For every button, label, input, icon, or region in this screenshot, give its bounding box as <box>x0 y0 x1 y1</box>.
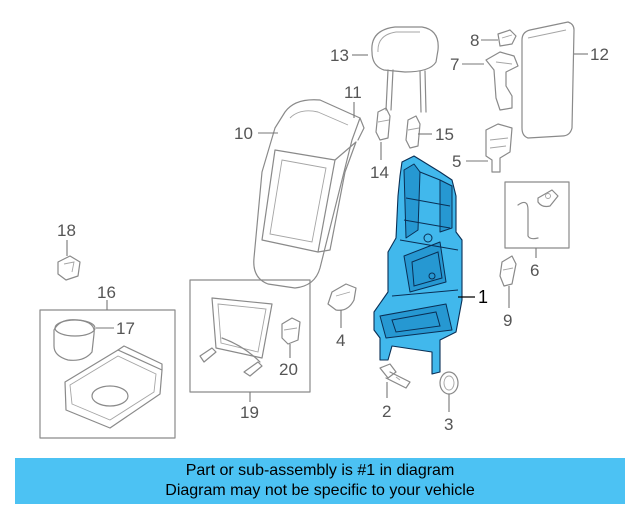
part-5-latch <box>485 123 513 173</box>
callout-13: 13 <box>330 46 349 65</box>
part-10-seatback-pad <box>253 99 365 289</box>
part-12-back-panel <box>521 21 575 139</box>
leader-lines <box>66 39 588 412</box>
callout-4: 4 <box>336 331 345 350</box>
callout-12: 12 <box>590 45 609 64</box>
callout-14: 14 <box>370 163 389 182</box>
part-6-cable <box>504 181 570 249</box>
callout-8: 8 <box>470 31 479 50</box>
callout-19: 19 <box>240 403 259 422</box>
callout-3: 3 <box>444 415 453 434</box>
callout-7: 7 <box>450 55 459 74</box>
part-9-bracket <box>499 255 517 287</box>
callout-10: 10 <box>234 124 253 143</box>
callout-5: 5 <box>452 152 461 171</box>
part-20-clip <box>281 317 301 345</box>
part-3-grommet <box>439 371 459 395</box>
banner-line-2: Diagram may not be specific to your vehi… <box>165 482 475 499</box>
parts-diagram: 1 2 3 4 5 6 7 8 9 10 11 12 13 14 15 16 1… <box>39 21 609 439</box>
part-7-bracket <box>485 51 519 111</box>
callout-20: 20 <box>279 360 298 379</box>
callout-16: 16 <box>97 283 116 302</box>
part-18-bracket <box>57 255 81 281</box>
part-16-cushion-group <box>39 309 176 439</box>
banner-line-1: Part or sub-assembly is #1 in diagram <box>185 462 455 479</box>
part-13-headrest <box>371 26 439 113</box>
part-14-guide <box>375 107 391 141</box>
callout-15: 15 <box>435 125 454 144</box>
part-2-bolt <box>379 363 411 389</box>
callout-2: 2 <box>382 402 391 421</box>
callout-9: 9 <box>503 311 512 330</box>
callout-18: 18 <box>57 221 76 240</box>
callout-1: 1 <box>478 287 488 307</box>
part-15-guide <box>405 115 421 149</box>
callout-6: 6 <box>530 261 539 280</box>
callout-17: 17 <box>116 319 135 338</box>
part-4-hook <box>327 283 357 311</box>
info-banner: Part or sub-assembly is #1 in diagram Di… <box>15 458 625 504</box>
callout-11: 11 <box>344 83 362 102</box>
part-1-seatback-frame <box>373 155 463 375</box>
part-8-clip <box>497 29 517 47</box>
